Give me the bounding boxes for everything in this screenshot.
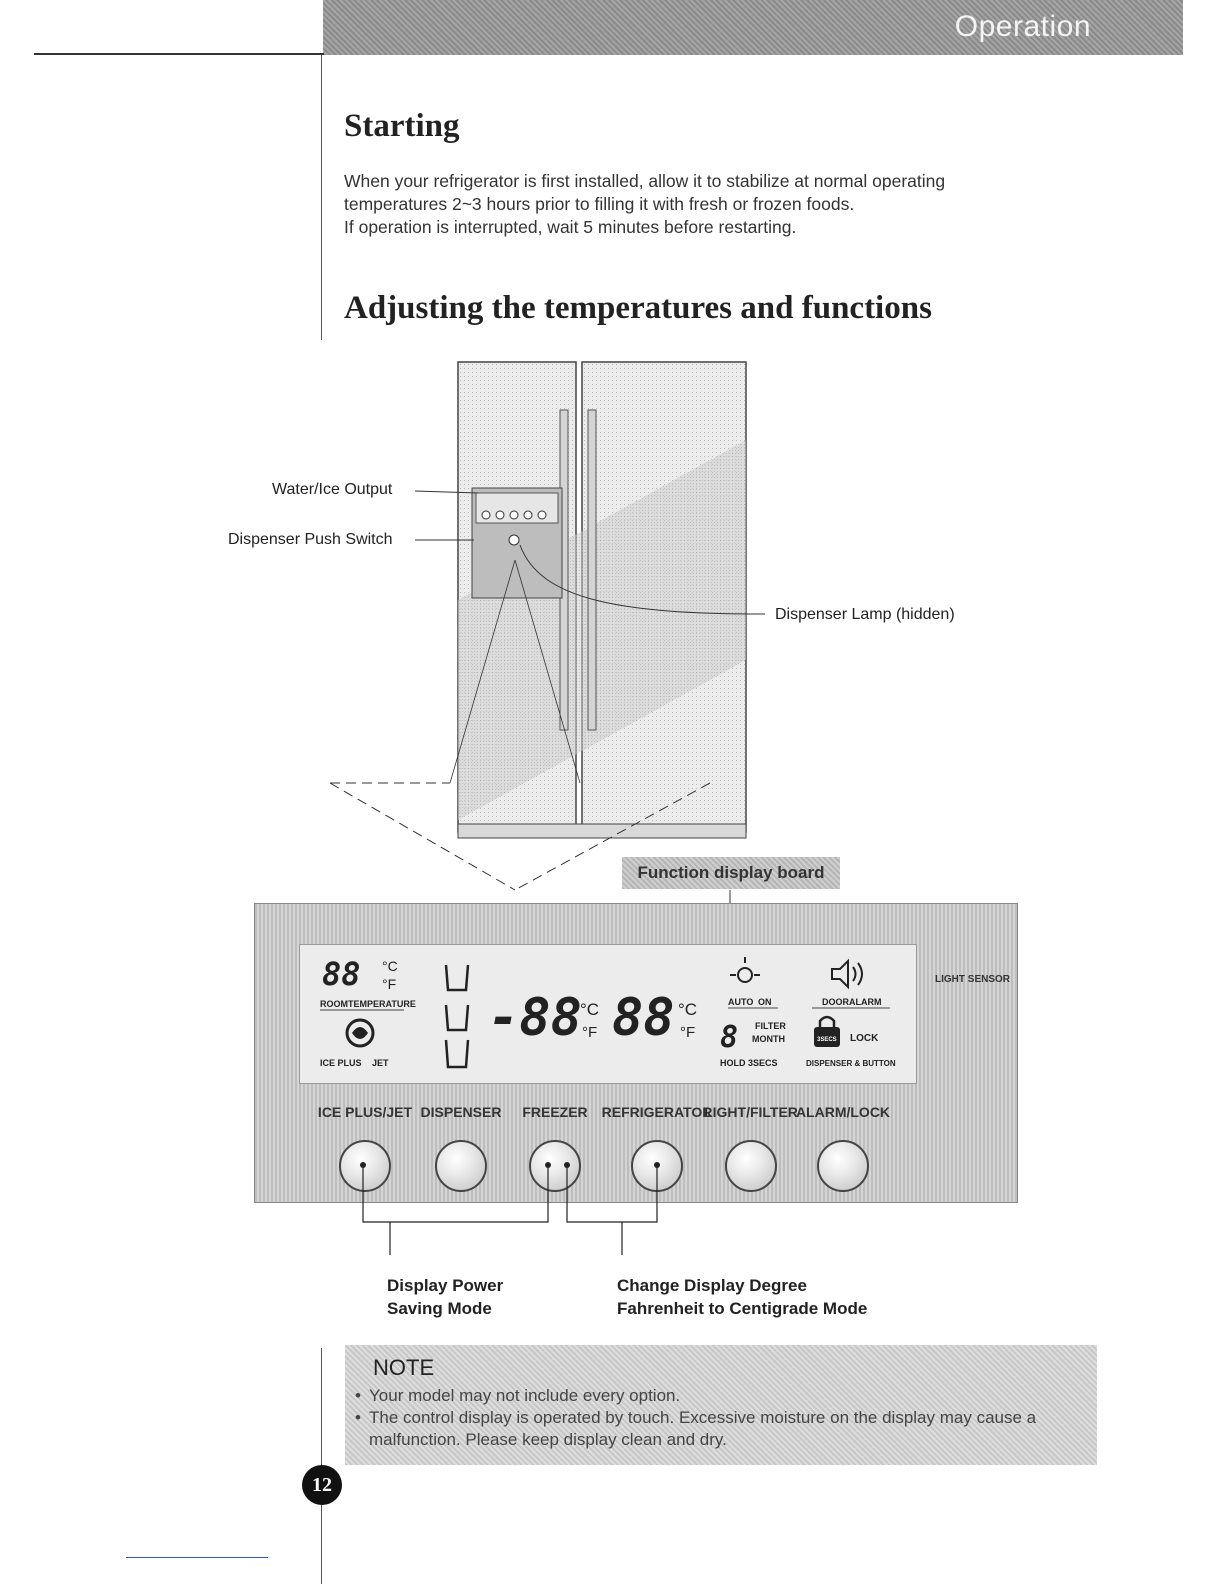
auto-label: AUTO: [728, 997, 753, 1007]
note-item: Your model may not include every option.: [353, 1385, 1083, 1407]
mode-brackets: [360, 1162, 660, 1255]
note-item: The control display is operated by touch…: [353, 1407, 1083, 1451]
section-header: Operation: [323, 0, 1183, 55]
footer-rule: [126, 1557, 268, 1558]
refrigerator-illustration: [457, 361, 747, 839]
alarm-lock-button[interactable]: [817, 1140, 869, 1192]
callout-dispenser-lamp: Dispenser Lamp (hidden): [775, 606, 955, 623]
degree-line2: Fahrenheit to Centigrade Mode: [617, 1299, 868, 1318]
power-saving-line1: Display Power: [387, 1276, 504, 1295]
starting-text: When your refrigerator is first installe…: [344, 170, 1044, 239]
fridge-unit-c: °C: [678, 1000, 697, 1019]
refrigerator-label: REFRIGERATOR: [601, 1104, 713, 1120]
starting-line: temperatures 2~3 hours prior to filling …: [344, 194, 855, 214]
light-icon: [737, 967, 753, 983]
door-alarm-label: DOORALARM: [822, 997, 882, 1007]
lcd-graphics: 88 °C °F ROOMTEMPERATURE ICE PLUS JET -8…: [320, 955, 896, 1069]
degree-mode-label: Change Display Degree Fahrenheit to Cent…: [617, 1274, 867, 1320]
margin-rule: [321, 55, 322, 340]
page-number: 12: [302, 1465, 342, 1505]
fridge-unit-f: °F: [680, 1024, 695, 1041]
cubed-ice-icon: [444, 1039, 470, 1069]
lock-icon: [814, 1027, 840, 1047]
callout-water-ice-output: Water/Ice Output: [272, 481, 393, 498]
room-unit-c: °C: [382, 958, 398, 974]
freezer-digits: -88: [488, 988, 582, 1048]
crushed-ice-icon: [444, 964, 470, 992]
filter-digit: 8: [720, 1020, 738, 1055]
note-box: NOTE Your model may not include every op…: [345, 1345, 1097, 1465]
header-rule: [34, 53, 324, 55]
dispenser-label: DISPENSER: [420, 1104, 502, 1120]
filter-label: FILTER: [755, 1021, 786, 1031]
on-label: ON: [758, 997, 772, 1007]
lock-icon-text: 3SECS: [817, 1037, 837, 1043]
hold-label: HOLD 3SECS: [720, 1058, 778, 1068]
freezer-unit-c: °C: [580, 1000, 599, 1019]
ice-plus-icon: [345, 1018, 375, 1048]
jet-label: JET: [372, 1058, 389, 1068]
dispenser-button-label: DISPENSER & BUTTON: [806, 1059, 896, 1068]
starting-line: If operation is interrupted, wait 5 minu…: [344, 217, 797, 237]
function-display-board-label: Function display board: [622, 857, 840, 889]
month-label: MONTH: [752, 1034, 785, 1044]
room-temp-label: ROOMTEMPERATURE: [320, 999, 416, 1009]
freezer-unit-f: °F: [582, 1024, 597, 1041]
section-title: Operation: [954, 10, 1091, 43]
freezer-label: FREEZER: [522, 1104, 588, 1120]
power-saving-line2: Saving Mode: [387, 1299, 492, 1318]
function-display-board: 88 °C °F ROOMTEMPERATURE ICE PLUS JET -8…: [254, 903, 1018, 1203]
ice-plus-jet-label: ICE PLUS/JET: [317, 1104, 413, 1120]
power-saving-mode-label: Display Power Saving Mode: [387, 1274, 503, 1320]
adjusting-heading: Adjusting the temperatures and functions: [344, 290, 932, 326]
water-icon: [444, 1004, 470, 1032]
fridge-digits: 88: [612, 988, 675, 1048]
callout-lines: [329, 490, 766, 904]
callout-dispenser-push-switch: Dispenser Push Switch: [228, 531, 393, 548]
light-filter-label: LIGHT/FILTER: [704, 1104, 798, 1120]
dispenser-button[interactable]: [435, 1140, 487, 1192]
lcd-display: 88 °C °F ROOMTEMPERATURE ICE PLUS JET -8…: [299, 944, 917, 1084]
lock-label: LOCK: [850, 1033, 879, 1044]
starting-line: When your refrigerator is first installe…: [344, 171, 946, 191]
alarm-lock-label: ALARM/LOCK: [795, 1104, 891, 1120]
room-temp-digits: 88: [322, 955, 361, 993]
note-list: Your model may not include every option.…: [353, 1385, 1083, 1451]
room-unit-f: °F: [382, 976, 396, 992]
light-sensor-label: LIGHT SENSOR: [935, 974, 1011, 985]
degree-line1: Change Display Degree: [617, 1276, 807, 1295]
freezer-button[interactable]: [529, 1140, 581, 1192]
starting-heading: Starting: [344, 108, 460, 144]
note-title: NOTE: [373, 1355, 435, 1380]
light-filter-button[interactable]: [725, 1140, 777, 1192]
alarm-speaker-icon: [831, 958, 849, 990]
ice-plus-label: ICE PLUS: [320, 1058, 362, 1068]
